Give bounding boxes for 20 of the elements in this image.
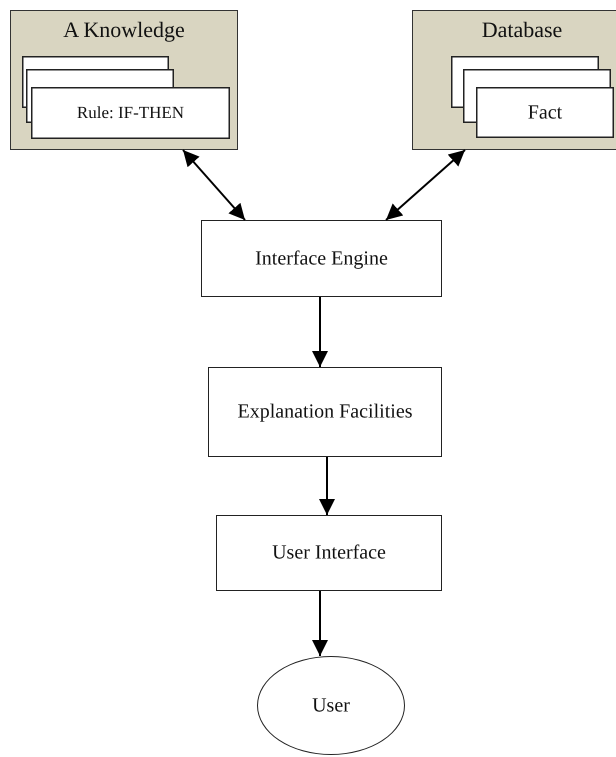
arrow: [182, 149, 246, 221]
node-label: Interface Engine: [254, 247, 389, 270]
process-box: [201, 220, 442, 297]
node-label: Explanation Facilities: [236, 400, 414, 424]
arrow: [385, 149, 466, 221]
node-label: Fact: [526, 101, 564, 124]
arrow: [319, 457, 335, 515]
component-panel: [10, 10, 238, 150]
component-panel: [412, 10, 616, 150]
process-box: [216, 515, 442, 591]
arrow: [312, 591, 328, 656]
node-label: User Interface: [271, 542, 387, 564]
node-label: A Knowledge: [62, 17, 186, 42]
node-label: Database: [480, 17, 564, 42]
arrow: [312, 297, 328, 367]
process-box: [208, 367, 442, 457]
node-label: Rule: IF-THEN: [76, 103, 186, 123]
card-stack: [22, 56, 230, 139]
card-stack: [451, 56, 615, 139]
node-label: User: [311, 694, 351, 717]
